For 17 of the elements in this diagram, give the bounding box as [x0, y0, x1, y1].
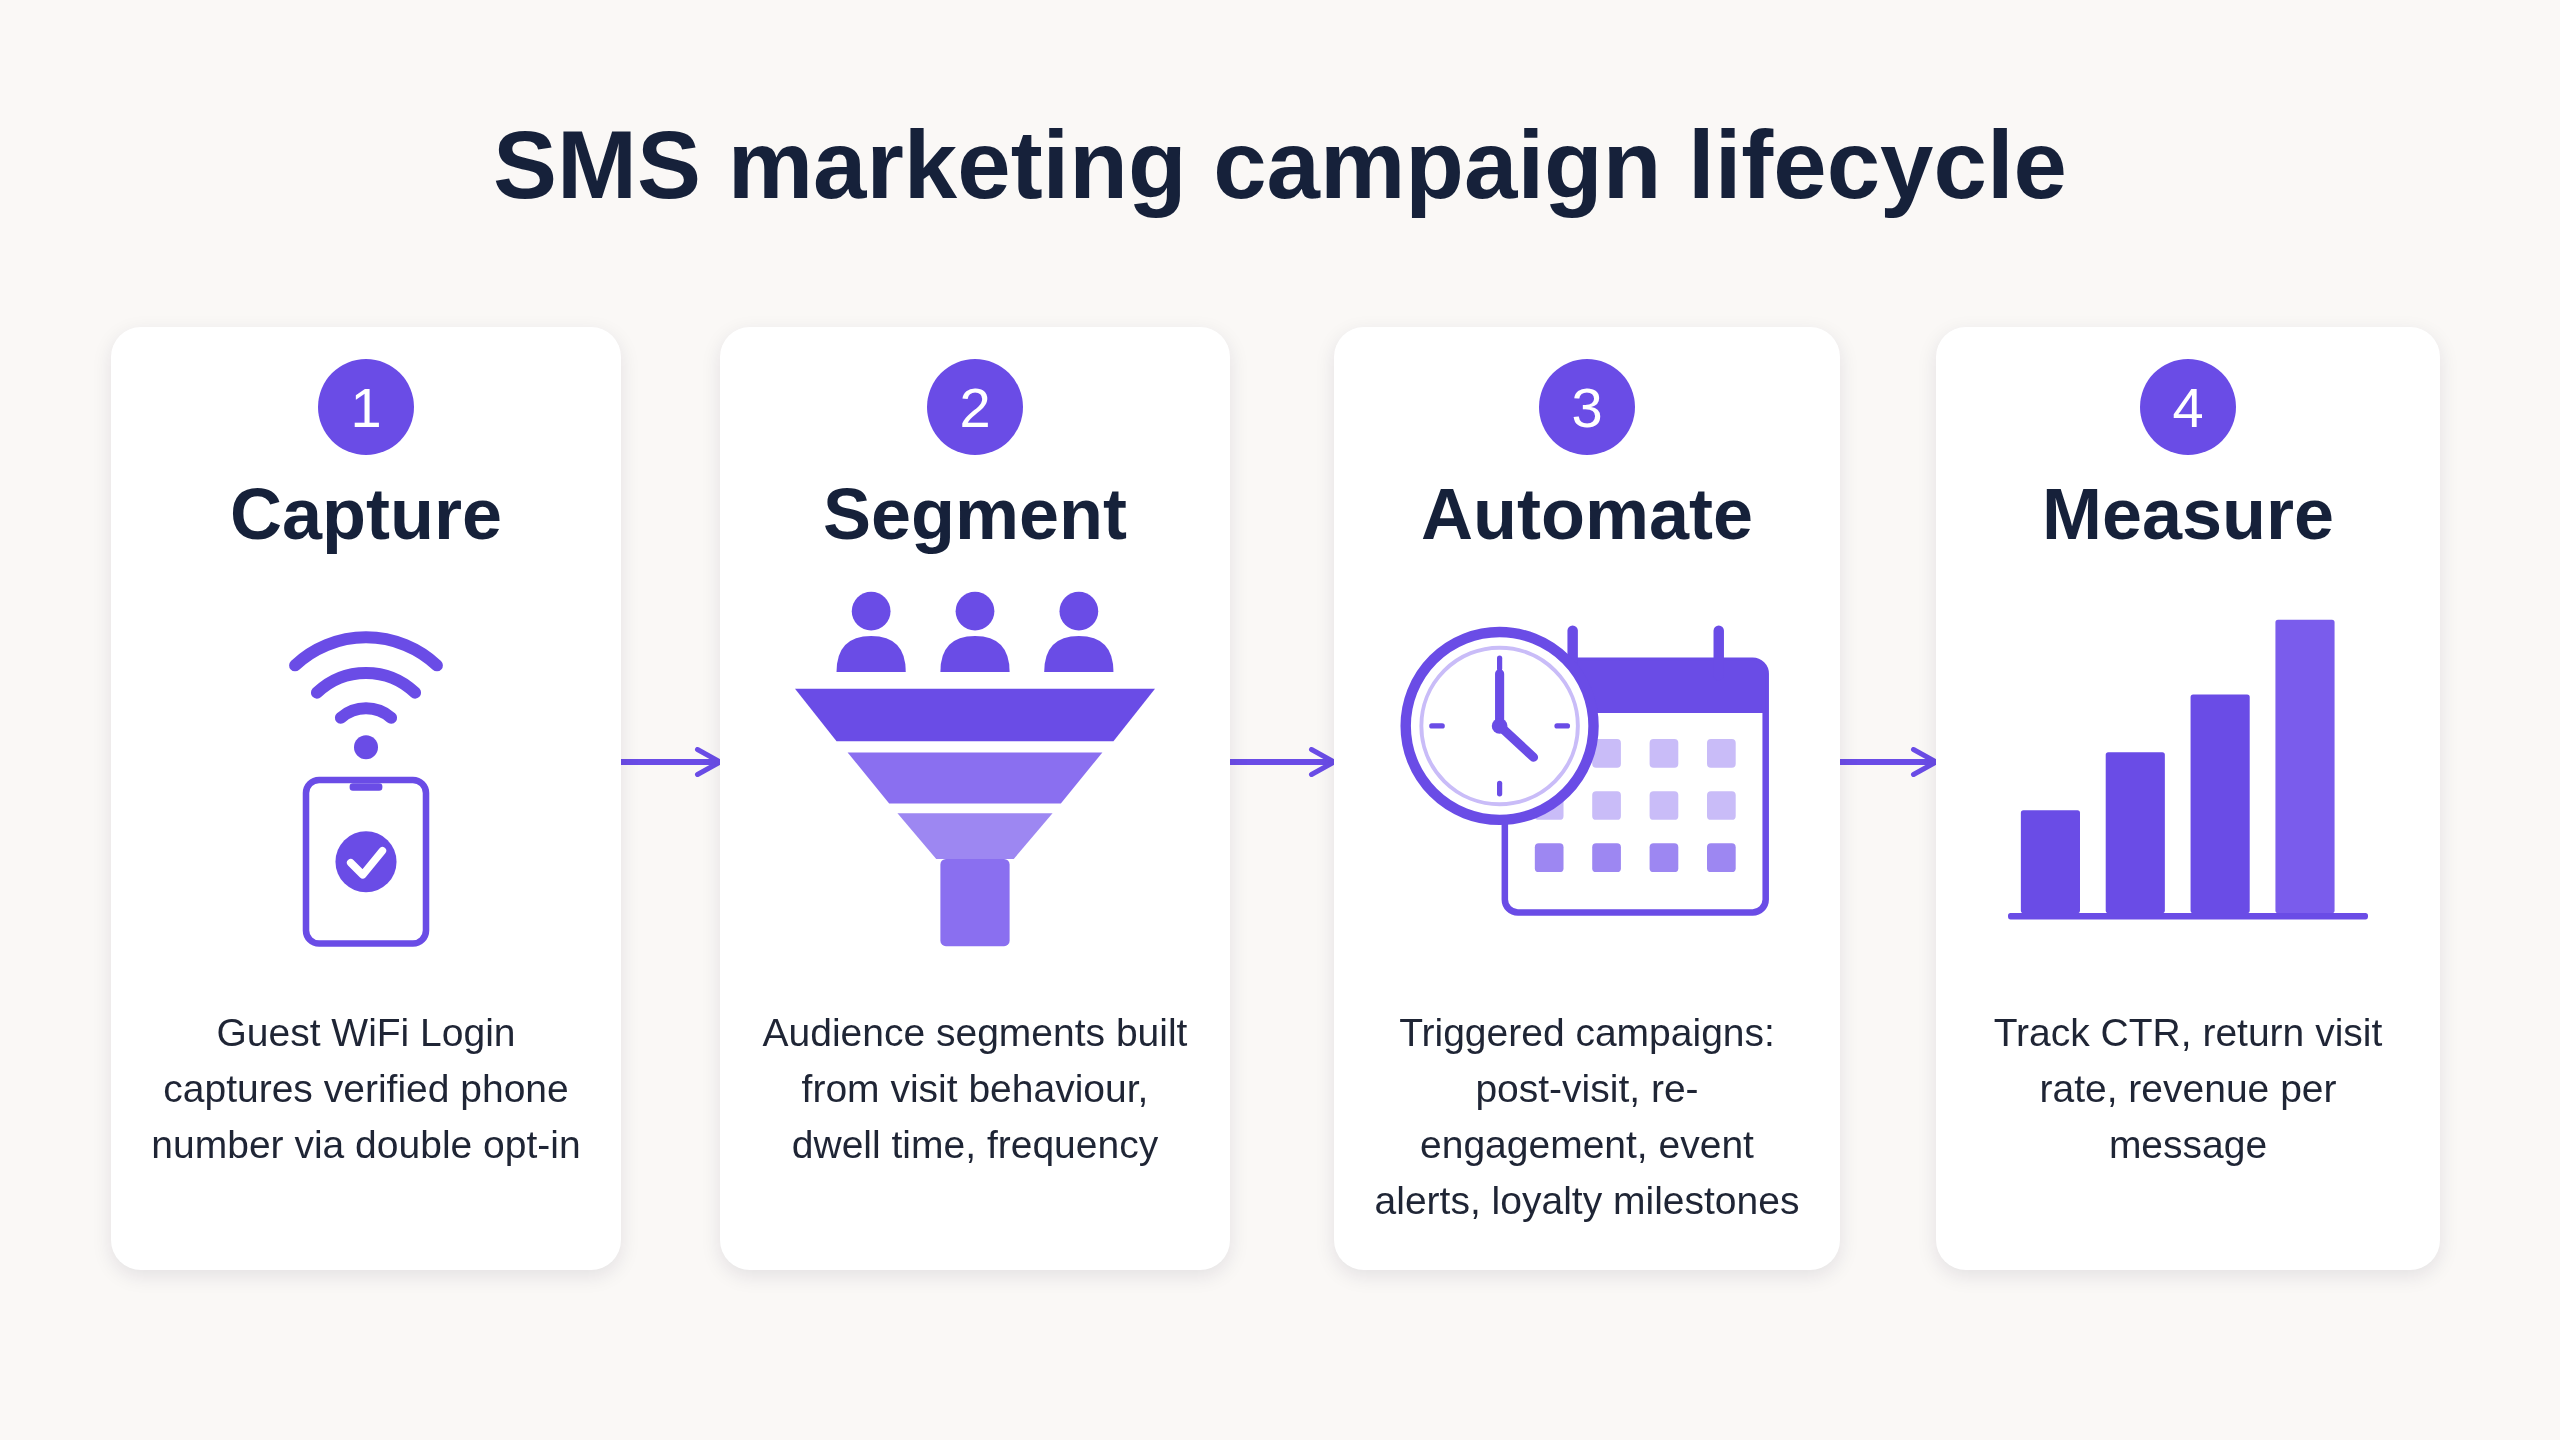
step-description: Triggered campaigns: post-visit, re-engagement, event alerts, loyalty milestones: [1373, 1010, 1801, 1224]
step-heading: Segment: [822, 473, 1128, 555]
step-number: 3: [1539, 359, 1635, 455]
step-number: 1: [318, 359, 414, 455]
step-number: 4: [2140, 359, 2236, 455]
step-heading: Measure: [2041, 473, 2335, 555]
step-number: 2: [927, 359, 1023, 455]
step-card: [1334, 327, 1840, 1270]
step-description: Guest WiFi Login captures verified phone number via double opt-in: [150, 1010, 582, 1168]
step-description: Audience segments built from visit behaviour, dwell time, frequency: [761, 1010, 1189, 1168]
step-description: Track CTR, return visit rate, revenue per message: [1992, 1010, 2384, 1168]
step-card: [111, 327, 621, 1270]
step-card: [720, 327, 1230, 1270]
step-heading: Capture: [229, 473, 502, 555]
step-card: [1936, 327, 2440, 1270]
title: SMS marketing campaign lifecycle: [493, 110, 2067, 220]
step-heading: Automate: [1421, 473, 1753, 555]
